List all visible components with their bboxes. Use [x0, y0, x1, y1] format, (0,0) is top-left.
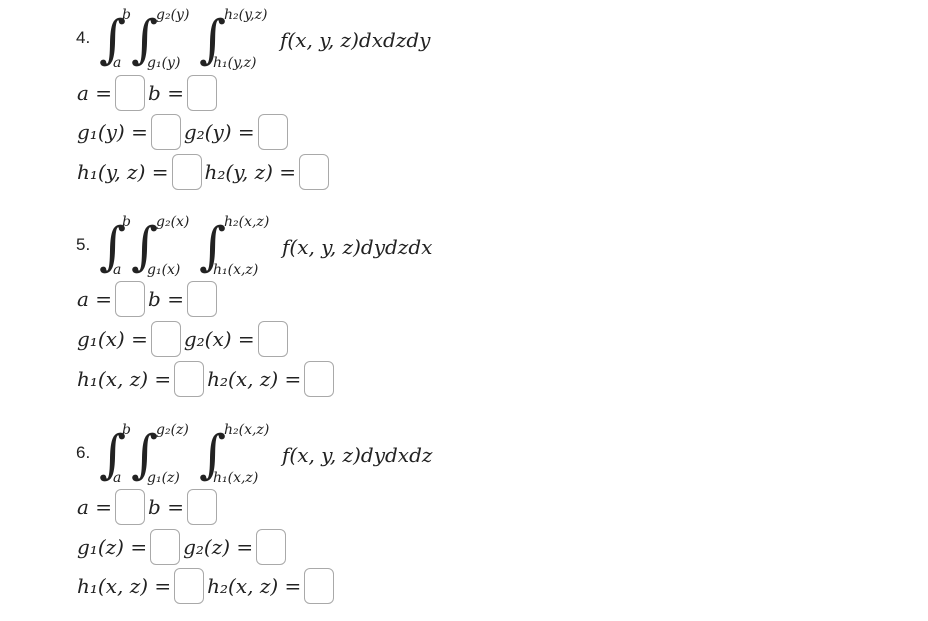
- input-g2[interactable]: [257, 114, 288, 150]
- input-h1[interactable]: [174, 361, 205, 397]
- row-bounds-ab: a = b =: [77, 488, 220, 526]
- row-bounds-ab: a = b =: [77, 280, 220, 318]
- input-g1[interactable]: [150, 529, 181, 565]
- row-bounds-h: h₁(x, z) = h₂(x, z) =: [77, 567, 337, 605]
- middle-lower-limit: g₁(y): [147, 55, 181, 71]
- label-h2: h₂(x, z) =: [207, 574, 302, 598]
- label-a: a =: [77, 287, 113, 311]
- outer-lower-limit: a: [113, 470, 122, 486]
- label-g1: g₁(z) =: [77, 535, 148, 559]
- inner-upper-limit: h₂(x,z): [224, 214, 270, 230]
- label-g2: g₂(x) =: [183, 327, 255, 351]
- label-g1: g₁(y) =: [77, 120, 148, 144]
- label-b: b =: [148, 287, 184, 311]
- row-bounds-h: h₁(y, z) = h₂(y, z) =: [77, 153, 332, 191]
- input-g2[interactable]: [257, 321, 288, 357]
- label-b: b =: [148, 81, 184, 105]
- input-g1[interactable]: [150, 321, 181, 357]
- input-g1[interactable]: [150, 114, 181, 150]
- input-b[interactable]: [186, 281, 217, 317]
- row-bounds-g: g₁(x) = g₂(x) =: [77, 320, 291, 358]
- input-b[interactable]: [186, 75, 217, 111]
- outer-lower-limit: a: [113, 55, 122, 71]
- integrand: f(x, y, z)dydxdz: [282, 443, 433, 467]
- row-bounds-g: g₁(z) = g₂(z) =: [77, 528, 289, 566]
- label-g1: g₁(x) =: [77, 327, 148, 351]
- input-h2[interactable]: [304, 361, 335, 397]
- integrand: f(x, y, z)dxdzdy: [280, 28, 431, 52]
- input-a[interactable]: [115, 489, 146, 525]
- outer-integral-sign: ∫: [99, 10, 127, 70]
- outer-upper-limit: b: [122, 422, 131, 438]
- input-b[interactable]: [186, 489, 217, 525]
- outer-upper-limit: b: [122, 7, 131, 23]
- row-bounds-h: h₁(x, z) = h₂(x, z) =: [77, 360, 337, 398]
- problem-5: 5. ∫ b a ∫ g₂(x) g₁(x) ∫ h₂(x,z) h₁(x,z)…: [0, 207, 928, 412]
- label-h1: h₁(y, z) =: [77, 160, 169, 184]
- middle-lower-limit: g₁(x): [147, 262, 181, 278]
- label-h2: h₂(x, z) =: [207, 367, 302, 391]
- label-a: a =: [77, 495, 113, 519]
- middle-upper-limit: g₂(x): [156, 214, 190, 230]
- problem-number: 5.: [76, 235, 91, 254]
- inner-upper-limit: h₂(x,z): [224, 422, 270, 438]
- inner-lower-limit: h₁(y,z): [213, 55, 257, 71]
- label-h1: h₁(x, z) =: [77, 367, 172, 391]
- middle-upper-limit: g₂(y): [156, 7, 190, 23]
- input-a[interactable]: [115, 281, 146, 317]
- inner-upper-limit: h₂(y,z): [224, 7, 268, 23]
- middle-integral-sign: ∫: [131, 10, 159, 70]
- middle-lower-limit: g₁(z): [147, 470, 180, 486]
- integrand: f(x, y, z)dydzdx: [282, 235, 433, 259]
- label-g2: g₂(y) =: [183, 120, 255, 144]
- outer-integral-sign: ∫: [99, 217, 127, 277]
- inner-integral-sign: ∫: [199, 10, 227, 70]
- inner-integral-sign: ∫: [199, 217, 227, 277]
- middle-integral-sign: ∫: [131, 217, 159, 277]
- problem-number: 4.: [76, 28, 91, 47]
- label-a: a =: [77, 81, 113, 105]
- problem-4: 4. ∫ b a ∫ g₂(y) g₁(y) ∫ h₂(y,z) h₁(y,z)…: [0, 0, 928, 205]
- input-h1[interactable]: [171, 154, 202, 190]
- label-h1: h₁(x, z) =: [77, 574, 172, 598]
- input-h2[interactable]: [304, 568, 335, 604]
- problem-6: 6. ∫ b a ∫ g₂(z) g₁(z) ∫ h₂(x,z) h₁(x,z)…: [0, 415, 928, 620]
- row-bounds-ab: a = b =: [77, 74, 220, 112]
- inner-lower-limit: h₁(x,z): [213, 262, 259, 278]
- input-a[interactable]: [115, 75, 146, 111]
- middle-integral-sign: ∫: [131, 425, 159, 485]
- row-bounds-g: g₁(y) = g₂(y) =: [77, 113, 291, 151]
- label-g2: g₂(z) =: [183, 535, 254, 559]
- outer-lower-limit: a: [113, 262, 122, 278]
- inner-lower-limit: h₁(x,z): [213, 470, 259, 486]
- middle-upper-limit: g₂(z): [156, 422, 189, 438]
- label-h2: h₂(y, z) =: [204, 160, 297, 184]
- problem-number: 6.: [76, 443, 91, 462]
- input-h1[interactable]: [174, 568, 205, 604]
- label-b: b =: [148, 495, 184, 519]
- input-g2[interactable]: [256, 529, 287, 565]
- outer-upper-limit: b: [122, 214, 131, 230]
- input-h2[interactable]: [299, 154, 330, 190]
- outer-integral-sign: ∫: [99, 425, 127, 485]
- inner-integral-sign: ∫: [199, 425, 227, 485]
